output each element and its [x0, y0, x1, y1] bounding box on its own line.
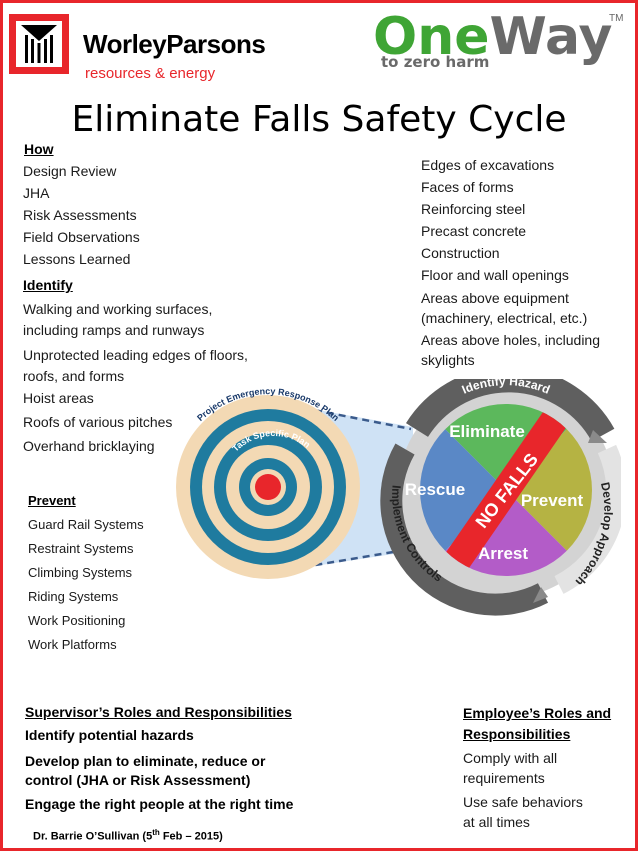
employee-heading: Employee’s Roles and Responsibilities: [463, 703, 611, 745]
section-arrest: [420, 490, 592, 576]
oneway-logo: OneWay: [373, 7, 612, 67]
supervisor-heading: Supervisor’s Roles and Responsibilities: [25, 704, 292, 720]
page-title: Eliminate Falls Safety Cycle: [71, 99, 567, 140]
how-heading: How: [24, 141, 54, 157]
list-item: Risk Assessments: [23, 207, 137, 223]
employee-item: Use safe behaviors at all times: [463, 792, 583, 832]
credit-suffix: Feb – 2015): [159, 830, 223, 843]
list-item: Areas above equipment: [421, 290, 569, 306]
credit-prefix: Dr. Barrie O’Sullivan (5: [33, 830, 153, 843]
list-item: skylights: [421, 352, 475, 368]
company-tagline: resources & energy: [85, 65, 216, 82]
list-line: requirements: [463, 770, 545, 786]
supervisor-item: Engage the right people at the right tim…: [25, 796, 294, 812]
identify-item-walking: Walking and working surfaces, including …: [23, 299, 212, 341]
list-line: Unprotected leading edges of floors,: [23, 347, 248, 363]
list-item: (machinery, electrical, etc.): [421, 310, 588, 326]
ring-arrow-icon: [533, 587, 548, 603]
target-icon: [176, 395, 360, 579]
oneway-tagline: to zero harm: [381, 53, 490, 71]
identify-item-bricklaying: Overhand bricklaying: [23, 438, 155, 454]
worleyparsons-logo-icon: [9, 14, 69, 74]
list-item: Design Review: [23, 163, 117, 179]
supervisor-item: Develop plan to eliminate, reduce or con…: [25, 752, 265, 790]
safety-cycle-diagram: Project Emergency Response Plan Task Spe…: [176, 379, 621, 616]
list-item: Riding Systems: [28, 589, 119, 604]
list-item: Restraint Systems: [28, 541, 134, 556]
credit-sup: th: [152, 828, 160, 837]
list-item: Lessons Learned: [23, 251, 131, 267]
list-item: Work Platforms: [28, 637, 117, 652]
identify-item-edges: Unprotected leading edges of floors, roo…: [23, 345, 248, 387]
list-line: including ramps and runways: [23, 322, 205, 338]
ring-segment-implement: [380, 443, 549, 616]
author-credit: Dr. Barrie O’Sullivan (5th Feb – 2015): [33, 828, 223, 843]
heading-line: Employee’s Roles and: [463, 705, 612, 721]
identify-item-hoist: Hoist areas: [23, 390, 94, 406]
target-bullseye: [255, 474, 281, 500]
list-line: control (JHA or Risk Assessment): [25, 772, 251, 788]
prevent-heading: Prevent: [28, 493, 76, 508]
list-line: at all times: [463, 814, 530, 830]
supervisor-item: Identify potential hazards: [25, 727, 194, 743]
list-item: Floor and wall openings: [421, 267, 569, 283]
identify-item-roofs: Roofs of various pitches: [23, 414, 173, 430]
oneway-one: One: [373, 7, 490, 67]
list-line: Comply with all: [463, 750, 558, 766]
list-item: Climbing Systems: [28, 565, 133, 580]
identify-heading: Identify: [23, 277, 73, 293]
ring-arrow-icon: [588, 430, 607, 443]
list-item: Work Positioning: [28, 613, 126, 628]
trademark-mark: TM: [609, 13, 624, 24]
list-item: Areas above holes, including: [421, 332, 601, 348]
section-prevent: [506, 404, 592, 576]
list-item: JHA: [23, 185, 50, 201]
no-falls-banner: [429, 404, 583, 576]
heading-line: Responsibilities: [463, 726, 571, 742]
section-label-eliminate: Eliminate: [449, 422, 525, 441]
section-eliminate: [420, 404, 592, 490]
list-item: Edges of excavations: [421, 157, 555, 173]
list-item: Faces of forms: [421, 179, 514, 195]
ring-segment-identify: [405, 379, 615, 442]
employee-item: Comply with all requirements: [463, 748, 557, 788]
prevent-list: Guard Rail Systems Restraint Systems Cli…: [28, 513, 144, 657]
section-label-rescue: Rescue: [405, 480, 465, 499]
list-line: Walking and working surfaces,: [23, 301, 213, 317]
list-item: Field Observations: [23, 229, 140, 245]
list-item: Precast concrete: [421, 223, 527, 239]
section-label-arrest: Arrest: [478, 544, 528, 563]
cycle-sections: [420, 404, 592, 576]
how-list: Design Review JHA Risk Assessments Field…: [23, 160, 140, 270]
list-item: Reinforcing steel: [421, 201, 526, 217]
list-item: Construction: [421, 245, 500, 261]
list-item: Guard Rail Systems: [28, 517, 144, 532]
ring-segment-develop: [554, 444, 621, 594]
list-line: roofs, and forms: [23, 368, 125, 384]
oneway-way: Way: [489, 7, 613, 67]
list-line: Develop plan to eliminate, reduce or: [25, 753, 266, 769]
right-list: Edges of excavations Faces of forms Rein…: [421, 154, 600, 370]
company-name: WorleyParsons: [83, 29, 266, 59]
section-rescue: [420, 404, 506, 576]
section-label-prevent: Prevent: [521, 491, 584, 510]
list-line: Use safe behaviors: [463, 794, 583, 810]
